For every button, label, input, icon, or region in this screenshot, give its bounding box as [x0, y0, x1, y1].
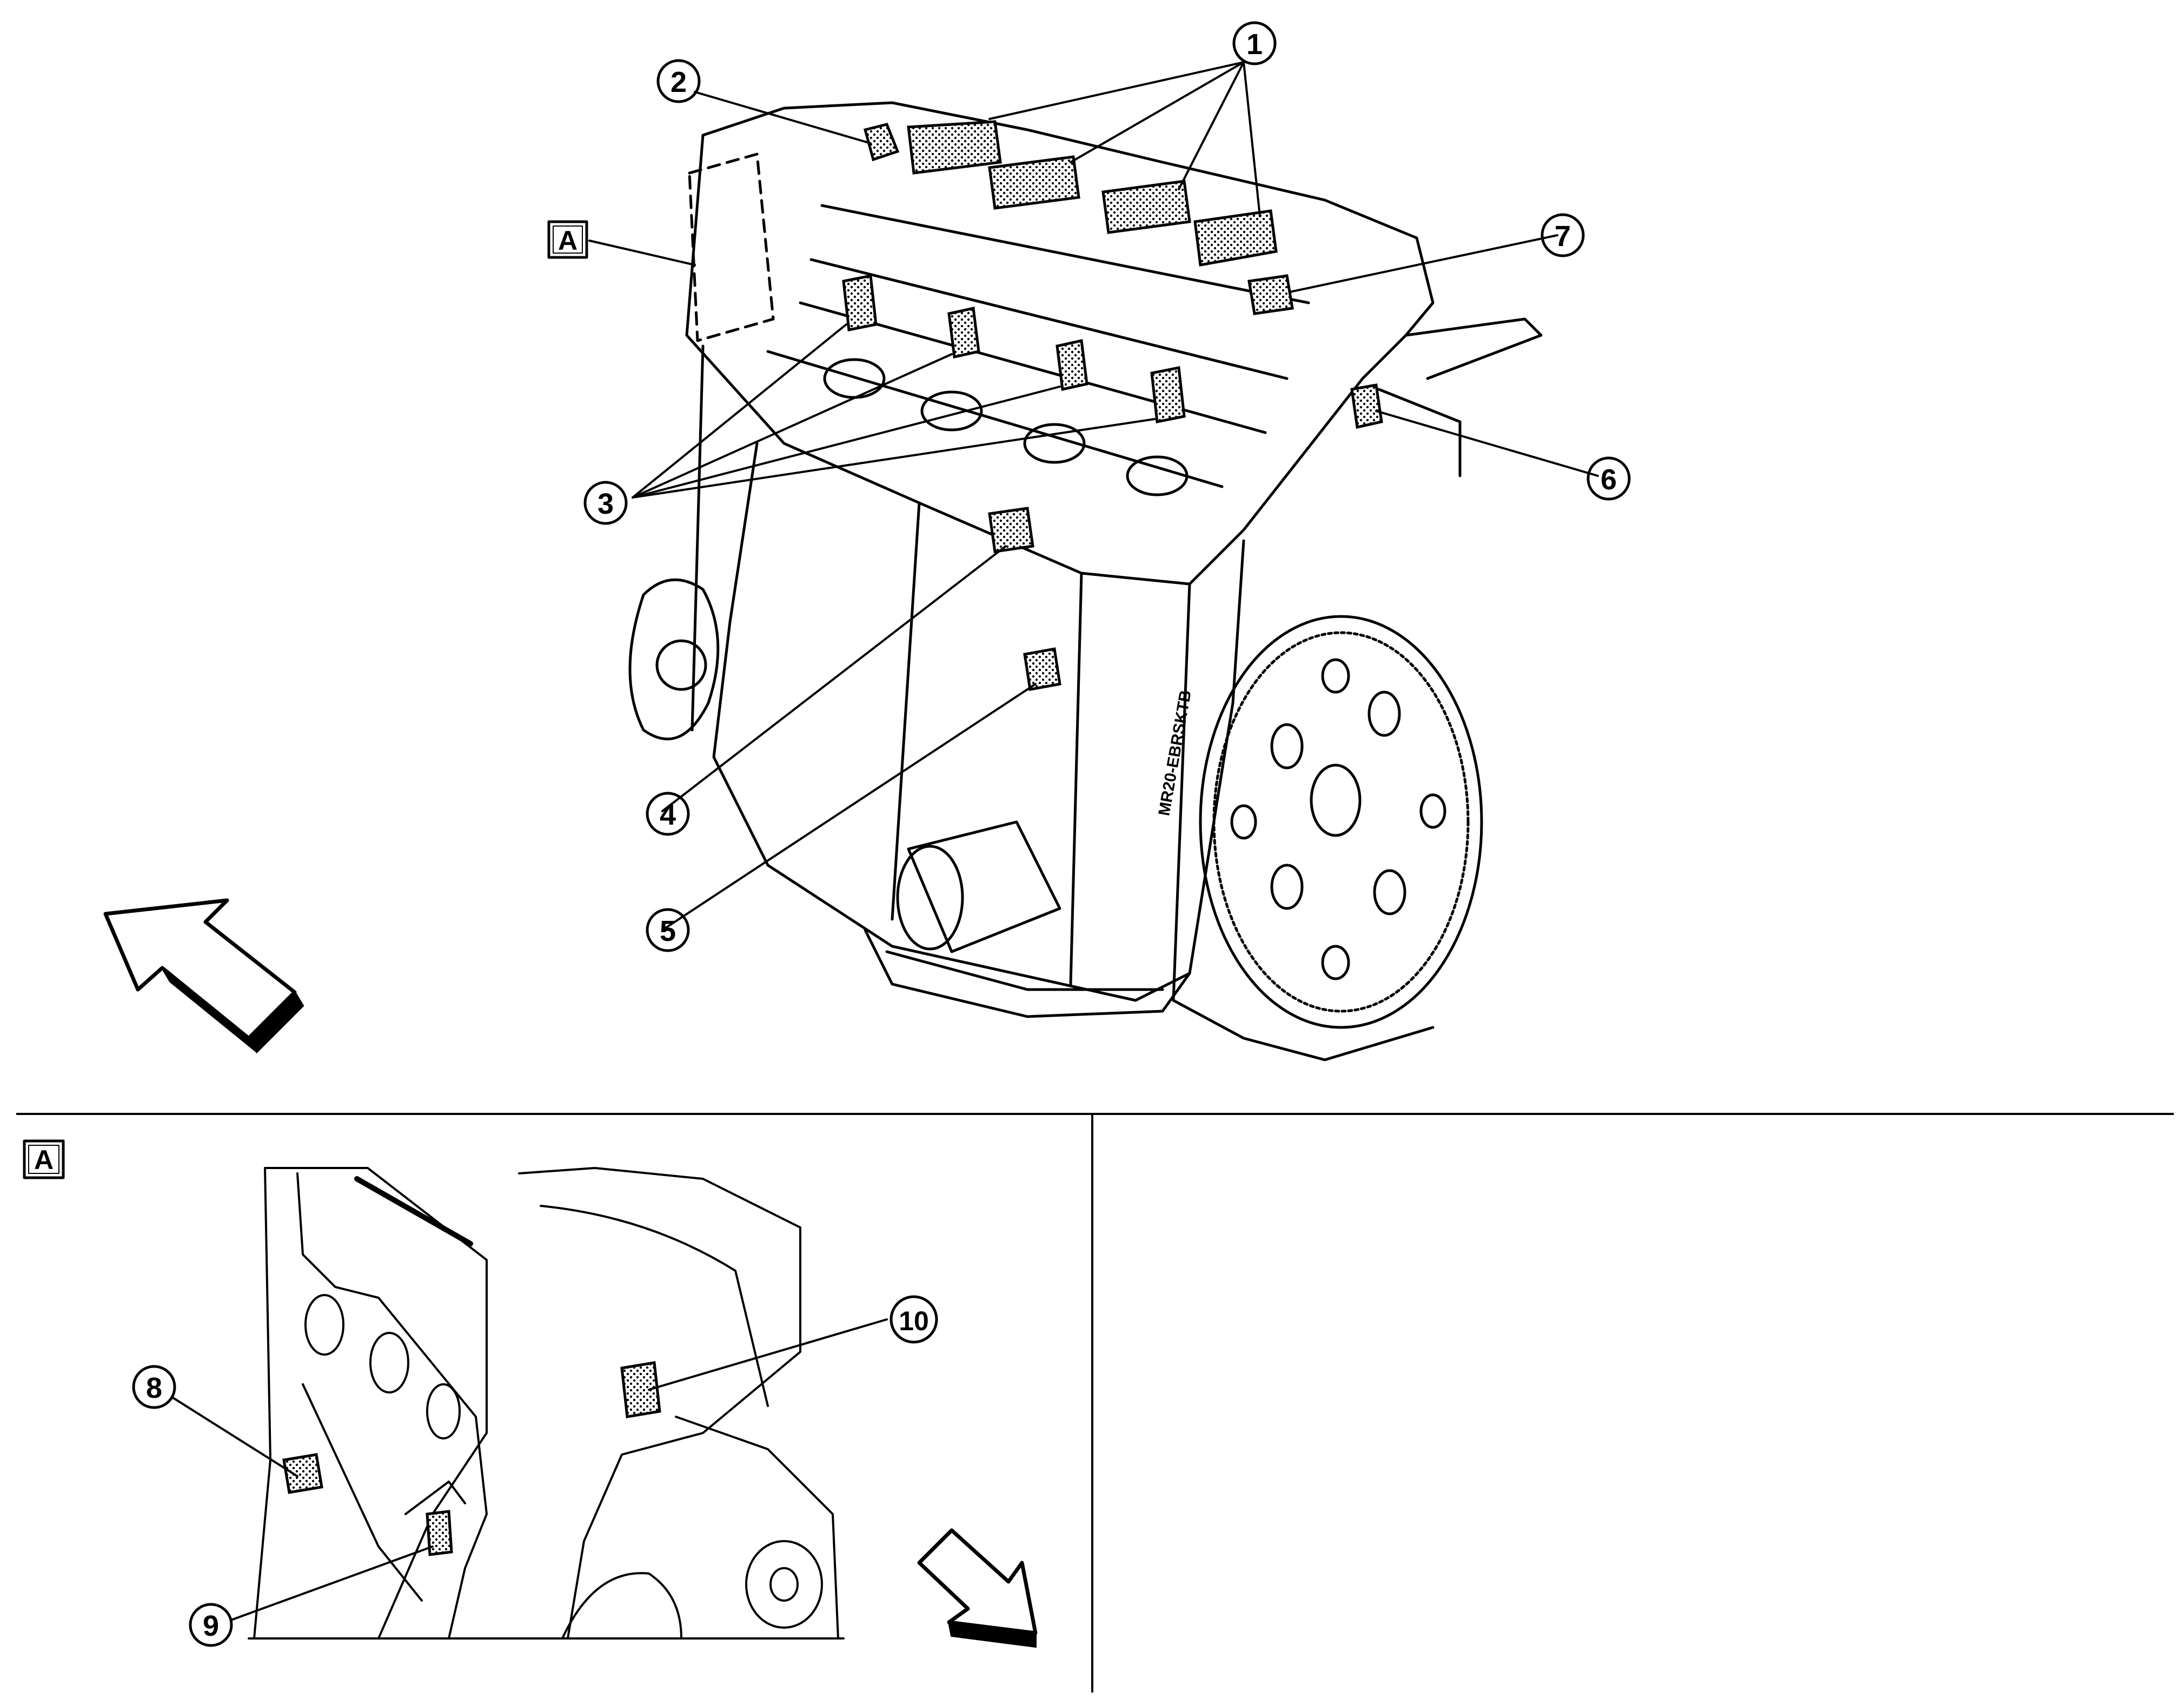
direction-arrow-icon: [103, 898, 304, 1054]
ignition-coils: [907, 120, 1278, 267]
engine-block-outline: [712, 442, 1245, 1002]
callout-7-label: 7: [1555, 220, 1571, 253]
component-9-sensor: [426, 1510, 453, 1556]
oil-pan: [864, 928, 1191, 1018]
callout-4: 4: [646, 792, 690, 836]
component-10-sensor: [620, 1361, 661, 1418]
view-ref-a-main: A: [547, 220, 588, 259]
direction-arrow-icon: [917, 1528, 1038, 1648]
engine-detail-view: [248, 1167, 845, 1640]
cylinder-head-outline: [685, 101, 1435, 586]
component-4-sensor: [988, 507, 1034, 553]
component-7-sensor: [1247, 274, 1294, 315]
callout-5-label: 5: [660, 915, 676, 947]
callout-8: 8: [132, 1365, 176, 1409]
callout-8-label: 8: [146, 1372, 162, 1404]
component-2-sensor: [863, 123, 900, 162]
component-8-sensor: [282, 1453, 323, 1494]
component-5-sensor: [1023, 647, 1061, 691]
callout-2-label: 2: [671, 66, 687, 98]
engine-marking: MR20-EBRSKTB: [1155, 689, 1194, 817]
fuel-injectors: [842, 274, 1186, 423]
component-6-sensor: [1350, 383, 1383, 429]
callout-3-label: 3: [598, 488, 614, 520]
callout-9: 9: [189, 1603, 233, 1647]
callout-10: 10: [889, 1295, 938, 1344]
view-ref-a-panel: A: [23, 1139, 65, 1179]
callout-7: 7: [1541, 213, 1585, 257]
callout-9-label: 9: [203, 1610, 219, 1642]
leader-lines-main: [588, 61, 1599, 931]
view-ref-a-panel-label: A: [34, 1145, 54, 1175]
crank-pulley: [628, 578, 720, 741]
callout-6: 6: [1586, 456, 1631, 501]
callout-4-label: 4: [660, 799, 676, 831]
callout-6-label: 6: [1601, 463, 1617, 496]
callout-5: 5: [646, 908, 690, 952]
detail-a-region: [688, 152, 775, 342]
engine-main-view: MR20-EBRSKTB: [628, 101, 1543, 1061]
oil-filter: [896, 820, 1061, 953]
callout-10-label: 10: [899, 1306, 929, 1336]
view-ref-a-main-label: A: [558, 225, 577, 256]
callout-3: 3: [583, 481, 628, 525]
callout-1: 1: [1232, 21, 1277, 65]
callout-1-label: 1: [1246, 28, 1263, 61]
callout-2: 2: [656, 59, 701, 103]
leader-lines-detail: [172, 1318, 888, 1621]
drive-plate: [1199, 615, 1483, 1029]
